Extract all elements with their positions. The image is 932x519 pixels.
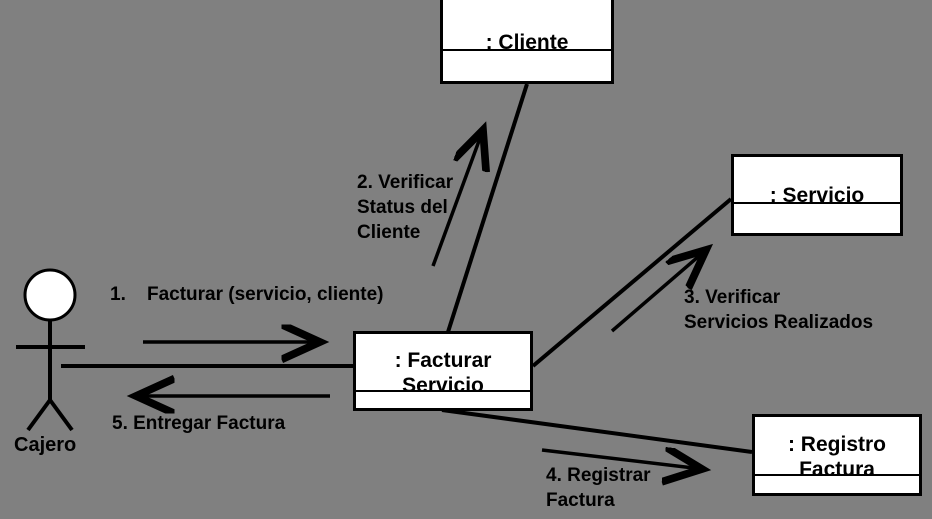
- link-facturar-servicio: [531, 197, 733, 368]
- object-label-facturar-servicio-line1: : Facturar: [394, 349, 492, 372]
- message-label-4-line2: Factura: [546, 490, 615, 511]
- object-label-cliente: : Cliente: [485, 31, 569, 54]
- object-box-registro-factura[interactable]: : Registro Factura: [752, 414, 922, 496]
- object-separator-facturar-servicio: [356, 390, 530, 392]
- object-label-registro-factura-line1: : Registro: [787, 433, 886, 456]
- message-label-5-line1: 5. Entregar Factura: [112, 413, 286, 434]
- link-facturar-registro: [441, 408, 753, 454]
- object-separator-cliente: [443, 49, 611, 51]
- object-separator-registro-factura: [755, 474, 919, 476]
- object-box-servicio[interactable]: : Servicio: [731, 154, 903, 236]
- message-label-2-line3: Cliente: [357, 222, 421, 243]
- object-label-facturar-servicio-line2: Servicio: [402, 374, 484, 397]
- actor-label-cajero: Cajero: [14, 434, 77, 456]
- object-separator-servicio: [734, 202, 900, 204]
- object-label-servicio: : Servicio: [769, 184, 865, 207]
- object-label-registro-factura-line2: Factura: [799, 458, 875, 481]
- link-facturar-cliente: [446, 83, 529, 333]
- message-label-3-line2: Servicios Realizados: [684, 312, 874, 333]
- message-label-1-line1: 1. Facturar (servicio, cliente): [110, 284, 384, 305]
- actor-cajero-figure: [16, 268, 85, 432]
- object-box-facturar-servicio[interactable]: : Facturar Servicio: [353, 331, 533, 411]
- object-box-cliente[interactable]: : Cliente: [440, 0, 614, 84]
- message-label-4-line1: 4. Registrar: [546, 465, 651, 486]
- message-label-2-line2: Status del: [357, 197, 448, 218]
- message-label-2-line1: 2. Verificar: [357, 172, 454, 193]
- message-label-3-line1: 3. Verificar: [684, 287, 781, 308]
